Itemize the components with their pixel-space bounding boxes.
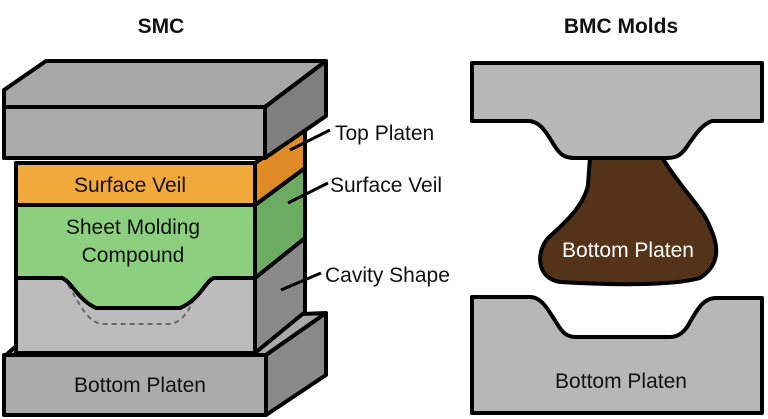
- callout-cavity-shape: Cavity Shape: [325, 264, 450, 287]
- callout-surface-veil: Surface Veil: [330, 174, 442, 197]
- bmc-title: BMC Molds: [564, 15, 678, 38]
- smc-compound-label-line2: Compound: [82, 244, 185, 267]
- smc-bottom-platen-label: Bottom Platen: [74, 374, 206, 397]
- smc-title: SMC: [138, 15, 185, 38]
- bmc-bottom-mold: [470, 295, 764, 415]
- bmc-top-mold: [470, 61, 764, 160]
- smc-compound-front-face: [14, 203, 257, 310]
- smc-top-platen-front-face: [2, 105, 267, 160]
- bmc-charge-shape: [538, 155, 719, 287]
- callout-top-platen: Top Platen: [335, 122, 434, 145]
- bmc-bottom-platen-label: Bottom Platen: [555, 370, 687, 393]
- smc-veil-label: Surface Veil: [74, 174, 186, 197]
- bmc-charge-label: Bottom Platen: [562, 239, 694, 262]
- callout-line-top-platen: [289, 128, 331, 152]
- bmc-bottom-platen: Bottom Platen: [470, 295, 764, 415]
- smc-top-platen: [2, 59, 328, 160]
- smc-surface-veil: Surface Veil: [14, 128, 307, 207]
- smc-diagram: SMC Bottom Platen Sheet Molding Compound…: [2, 15, 450, 417]
- bmc-diagram: BMC Molds Bottom Platen Bottom Platen: [470, 15, 764, 415]
- callout-line-surface-veil: [287, 181, 329, 205]
- smc-compound-label-line1: Sheet Molding: [66, 216, 200, 239]
- smc-veil-front-face: [14, 161, 257, 207]
- smc-callouts: Top Platen Surface Veil Cavity Shape: [280, 122, 450, 292]
- callout-line-cavity-shape: [280, 271, 322, 292]
- bmc-charge: Bottom Platen: [538, 155, 719, 287]
- smc-sheet-compound: Sheet Molding Compound: [14, 166, 307, 310]
